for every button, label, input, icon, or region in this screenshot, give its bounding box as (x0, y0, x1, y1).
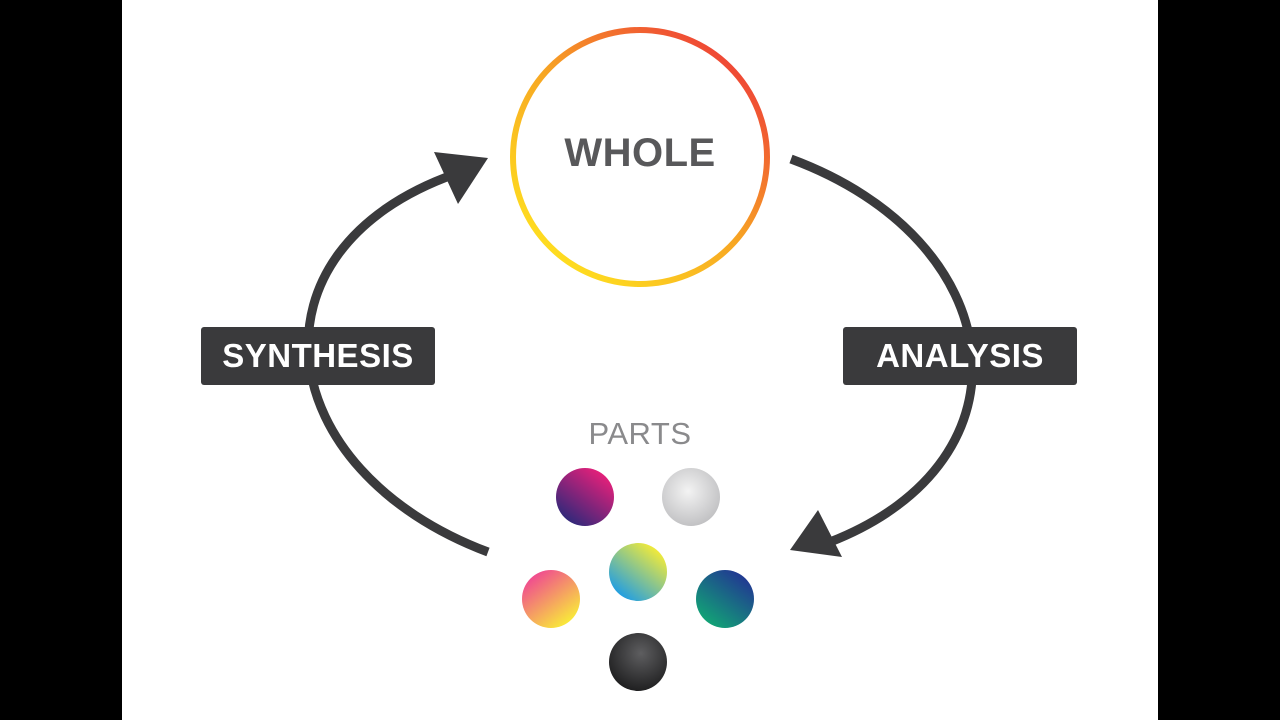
synthesis-label: SYNTHESIS (201, 327, 435, 385)
pink-yellow-part (522, 570, 580, 628)
analysis-label: ANALYSIS (843, 327, 1077, 385)
navy-green-part (696, 570, 754, 628)
whole-label: WHOLE (564, 130, 716, 175)
cyan-yellow-part (609, 543, 667, 601)
whole-ring (510, 27, 770, 287)
synthesis-arrowhead (434, 152, 488, 204)
parts-label: PARTS (588, 416, 692, 451)
silver-part (662, 468, 720, 526)
analysis-arrowhead (790, 510, 842, 557)
magenta-purple-part (556, 468, 614, 526)
black-part (609, 633, 667, 691)
